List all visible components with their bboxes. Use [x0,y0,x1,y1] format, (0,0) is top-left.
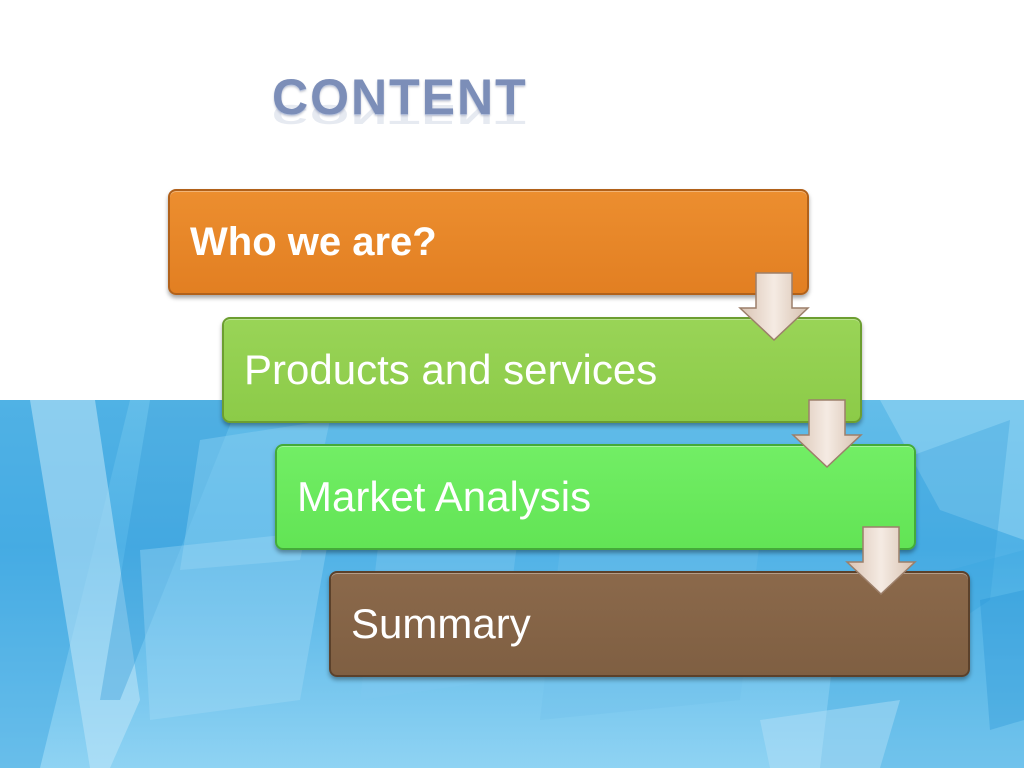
down-arrow-icon [845,526,917,596]
step-label: Who we are? [190,220,437,264]
down-arrow-icon [738,272,810,342]
step-label: Products and services [244,346,658,393]
step-label: Summary [351,600,531,647]
step-label: Market Analysis [297,473,592,520]
down-arrow-icon [791,399,863,469]
slide-title: CONTENT [272,69,528,125]
step-who-we-are: Who we are? [168,189,809,295]
slide-title-reflection: CONTENT [272,98,528,130]
step-products-and-services: Products and services [222,317,862,423]
step-summary: Summary [329,571,970,677]
step-market-analysis: Market Analysis [275,444,916,550]
